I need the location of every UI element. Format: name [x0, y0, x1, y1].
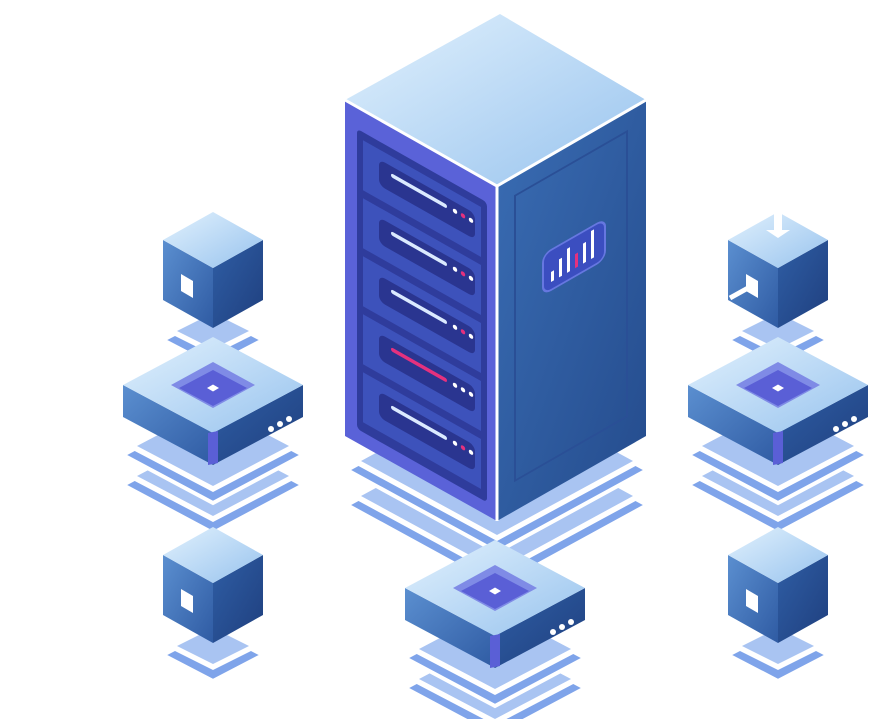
drive-led: [452, 440, 458, 446]
cube-label: [746, 274, 758, 298]
drive-indicator-bar: [391, 347, 447, 382]
rack-right-face: [497, 100, 646, 521]
rack-side-panel: [514, 129, 628, 483]
rack-side: [514, 129, 628, 483]
drive-led: [468, 333, 474, 339]
cube-label: [746, 589, 758, 613]
cube-icon: [158, 527, 268, 684]
network-hub-icon: [118, 337, 308, 536]
cube-right-face: [778, 555, 828, 643]
hub-edge-band: [773, 431, 783, 465]
server-rack-icon: [344, 14, 647, 521]
cube-plate-inner: [742, 313, 814, 349]
cube-right-face: [778, 240, 828, 328]
cube-top-face: [728, 527, 828, 583]
arrow-down-icon: [766, 212, 790, 238]
cube-top-face: [163, 212, 263, 268]
hub-left-face: [688, 385, 778, 465]
hub-right-face: [213, 385, 303, 465]
drive-led: [468, 217, 474, 223]
cube-plate-inner: [742, 628, 814, 664]
network-hub-icon: [400, 540, 590, 719]
drive-led: [460, 213, 466, 219]
drive-indicator-bar: [391, 289, 447, 324]
cube-top-face: [728, 212, 828, 268]
rack-top-edge: [344, 98, 647, 188]
arrow-out-icon: [728, 285, 750, 301]
network-hub-icon: [683, 337, 872, 536]
status-bar: [551, 270, 554, 283]
hub-led: [559, 624, 565, 630]
hub-left-face: [123, 385, 213, 465]
hub-led: [286, 416, 292, 422]
cube-right-face: [213, 240, 263, 328]
hub-right-face: [495, 588, 585, 668]
drive-led: [468, 275, 474, 281]
drive-led: [460, 445, 466, 451]
drive-led: [452, 208, 458, 214]
hub-chip-dot: [489, 587, 501, 595]
drive-indicator-bar: [391, 405, 447, 440]
rack-front: [357, 130, 487, 501]
status-bar: [567, 247, 570, 273]
status-bar: [591, 229, 594, 260]
status-bar: [583, 241, 586, 264]
drive-led: [452, 324, 458, 330]
hub-led: [833, 426, 839, 432]
hub-chip-dot: [207, 384, 219, 392]
cube-label: [181, 274, 193, 298]
hub-led: [842, 421, 848, 427]
drive-led: [460, 271, 466, 277]
drive-led: [460, 387, 466, 393]
hub-edge-band: [490, 634, 500, 668]
status-bar: [559, 257, 562, 278]
hub-led: [851, 416, 857, 422]
hub-led: [550, 629, 556, 635]
drive-led: [460, 329, 466, 335]
status-display: [542, 221, 606, 293]
hub-led: [268, 426, 274, 432]
cube-right-face: [213, 555, 263, 643]
hub-right-face: [778, 385, 868, 465]
drive-led: [452, 382, 458, 388]
cube-plate-inner: [177, 313, 249, 349]
cube-label: [181, 589, 193, 613]
cube-icon: [723, 527, 833, 684]
drive-led: [468, 391, 474, 397]
drive-led: [452, 266, 458, 272]
hub-left-face: [405, 588, 495, 668]
drive-led: [468, 449, 474, 455]
drive-indicator-bar: [391, 173, 447, 208]
hub-edge-band: [208, 431, 218, 465]
hub-led: [568, 619, 574, 625]
hub-chip-dot: [772, 384, 784, 392]
status-bar: [575, 252, 578, 269]
cube-top-face: [163, 527, 263, 583]
drive-indicator-bar: [391, 231, 447, 266]
cube-plate-inner: [177, 628, 249, 664]
hub-led: [277, 421, 283, 427]
